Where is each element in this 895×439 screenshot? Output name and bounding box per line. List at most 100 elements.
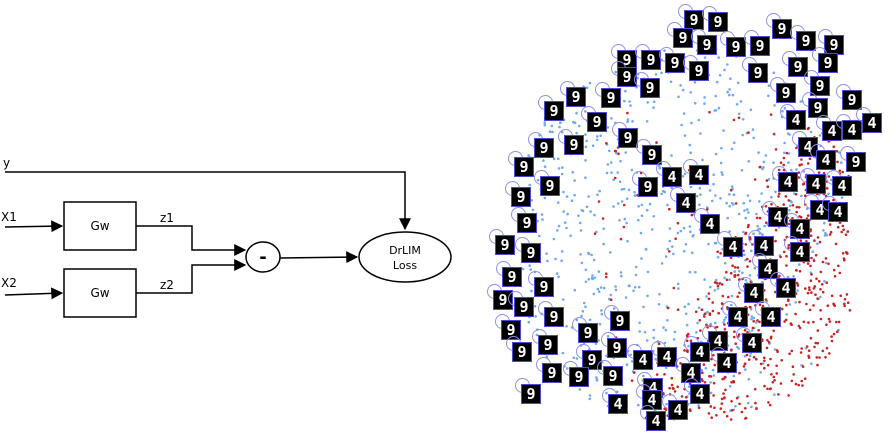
point-class-4 bbox=[759, 362, 763, 366]
point-class-4 bbox=[800, 379, 803, 383]
point-class-9 bbox=[723, 318, 726, 322]
point-class-9 bbox=[610, 161, 613, 164]
point-class-4 bbox=[816, 341, 819, 345]
thumbnail-digit: 9 bbox=[670, 54, 679, 72]
point-class-9 bbox=[731, 93, 735, 97]
point-class-4 bbox=[701, 379, 704, 383]
point-class-9 bbox=[595, 138, 599, 142]
point-class-4 bbox=[800, 163, 803, 166]
point-class-4 bbox=[835, 150, 839, 153]
point-class-4 bbox=[777, 168, 781, 172]
point-class-9 bbox=[683, 305, 687, 309]
point-class-4 bbox=[785, 303, 788, 307]
digit-thumbnail-4: 4 bbox=[755, 301, 781, 327]
thumbnail-digit: 9 bbox=[755, 37, 764, 55]
point-class-4 bbox=[848, 309, 852, 312]
thumbnail-frame bbox=[788, 57, 808, 77]
point-class-9 bbox=[697, 118, 701, 122]
point-class-4 bbox=[709, 405, 713, 408]
digit-thumbnail-9: 9 bbox=[611, 44, 637, 70]
point-class-9 bbox=[747, 211, 750, 214]
point-class-9 bbox=[640, 257, 643, 260]
point-class-4 bbox=[813, 285, 817, 288]
point-class-9 bbox=[645, 120, 649, 123]
thumbnail-digit: 4 bbox=[773, 208, 782, 226]
point-class-9 bbox=[584, 305, 587, 309]
digit-thumbnail-4: 4 bbox=[816, 115, 842, 141]
digit-thumbnail-4: 4 bbox=[772, 166, 798, 192]
point-class-4 bbox=[720, 402, 724, 405]
point-class-9 bbox=[714, 241, 718, 245]
point-class-9 bbox=[620, 188, 624, 191]
point-class-9 bbox=[773, 104, 776, 107]
point-class-4 bbox=[736, 273, 740, 277]
point-class-9 bbox=[770, 195, 773, 199]
point-class-4 bbox=[841, 252, 845, 255]
point-class-4 bbox=[604, 275, 608, 279]
point-class-4 bbox=[723, 375, 727, 379]
drlim-loss-node bbox=[358, 231, 452, 283]
digit-thumbnail-4: 4 bbox=[826, 170, 852, 196]
point-class-4 bbox=[806, 214, 810, 217]
point-class-9 bbox=[693, 81, 697, 84]
point-class-9 bbox=[737, 212, 741, 216]
point-class-9 bbox=[664, 366, 668, 370]
point-class-9 bbox=[573, 288, 577, 292]
point-class-9 bbox=[704, 367, 708, 370]
point-class-4 bbox=[762, 356, 766, 360]
point-class-4 bbox=[689, 339, 693, 343]
point-class-9 bbox=[634, 265, 638, 269]
thumbnail-frame bbox=[502, 267, 522, 287]
thumbnail-digit: 4 bbox=[747, 334, 756, 352]
point-class-9 bbox=[764, 154, 768, 157]
point-class-9 bbox=[717, 56, 720, 59]
point-class-9 bbox=[557, 157, 560, 161]
point-class-4 bbox=[790, 323, 793, 327]
point-class-9 bbox=[730, 147, 734, 151]
thumbnail-digit: 9 bbox=[689, 11, 698, 29]
point-class-4 bbox=[711, 301, 714, 304]
point-class-9 bbox=[744, 216, 747, 220]
point-class-4 bbox=[744, 407, 747, 410]
thumbnail-digit: 9 bbox=[519, 298, 528, 316]
point-class-4 bbox=[824, 356, 827, 359]
point-class-9 bbox=[709, 391, 713, 395]
point-class-9 bbox=[767, 178, 771, 181]
thumbnail-digit: 4 bbox=[827, 122, 836, 140]
thumbnail-frame bbox=[662, 167, 682, 187]
point-class-4 bbox=[710, 416, 713, 420]
point-class-9 bbox=[730, 303, 733, 307]
point-class-9 bbox=[581, 209, 585, 213]
point-class-4 bbox=[694, 310, 698, 314]
point-class-4 bbox=[655, 373, 659, 376]
point-class-4 bbox=[734, 342, 737, 346]
point-class-4 bbox=[784, 318, 788, 322]
point-class-9 bbox=[726, 63, 729, 66]
point-class-4 bbox=[752, 355, 756, 359]
point-class-9 bbox=[829, 178, 833, 182]
point-class-4 bbox=[769, 387, 772, 390]
point-class-4 bbox=[746, 330, 749, 334]
digit-thumbnail-9: 9 bbox=[506, 336, 532, 362]
point-class-4 bbox=[819, 309, 822, 312]
point-class-4 bbox=[619, 237, 623, 241]
digit-thumbnail-9: 9 bbox=[790, 25, 816, 51]
point-class-4 bbox=[778, 274, 781, 278]
point-class-9 bbox=[652, 106, 655, 109]
digit-thumbnail-4: 4 bbox=[784, 213, 810, 239]
point-class-9 bbox=[750, 315, 754, 318]
point-class-4 bbox=[742, 365, 746, 368]
thumbnail-digit: 9 bbox=[569, 136, 578, 154]
thumbnail-digit: 9 bbox=[507, 268, 516, 286]
point-class-9 bbox=[552, 157, 556, 161]
point-class-9 bbox=[774, 190, 777, 194]
digit-thumbnail-9: 9 bbox=[508, 291, 534, 317]
point-class-4 bbox=[758, 165, 762, 169]
digit-thumbnail-9: 9 bbox=[534, 170, 560, 196]
point-class-9 bbox=[840, 161, 843, 164]
thumbnail-frame bbox=[511, 187, 531, 207]
digit-thumbnail-9: 9 bbox=[632, 171, 658, 197]
point-class-4 bbox=[845, 293, 849, 296]
gw-block-top-label: Gw bbox=[90, 219, 109, 233]
thumbnail-digit: 9 bbox=[592, 113, 601, 131]
